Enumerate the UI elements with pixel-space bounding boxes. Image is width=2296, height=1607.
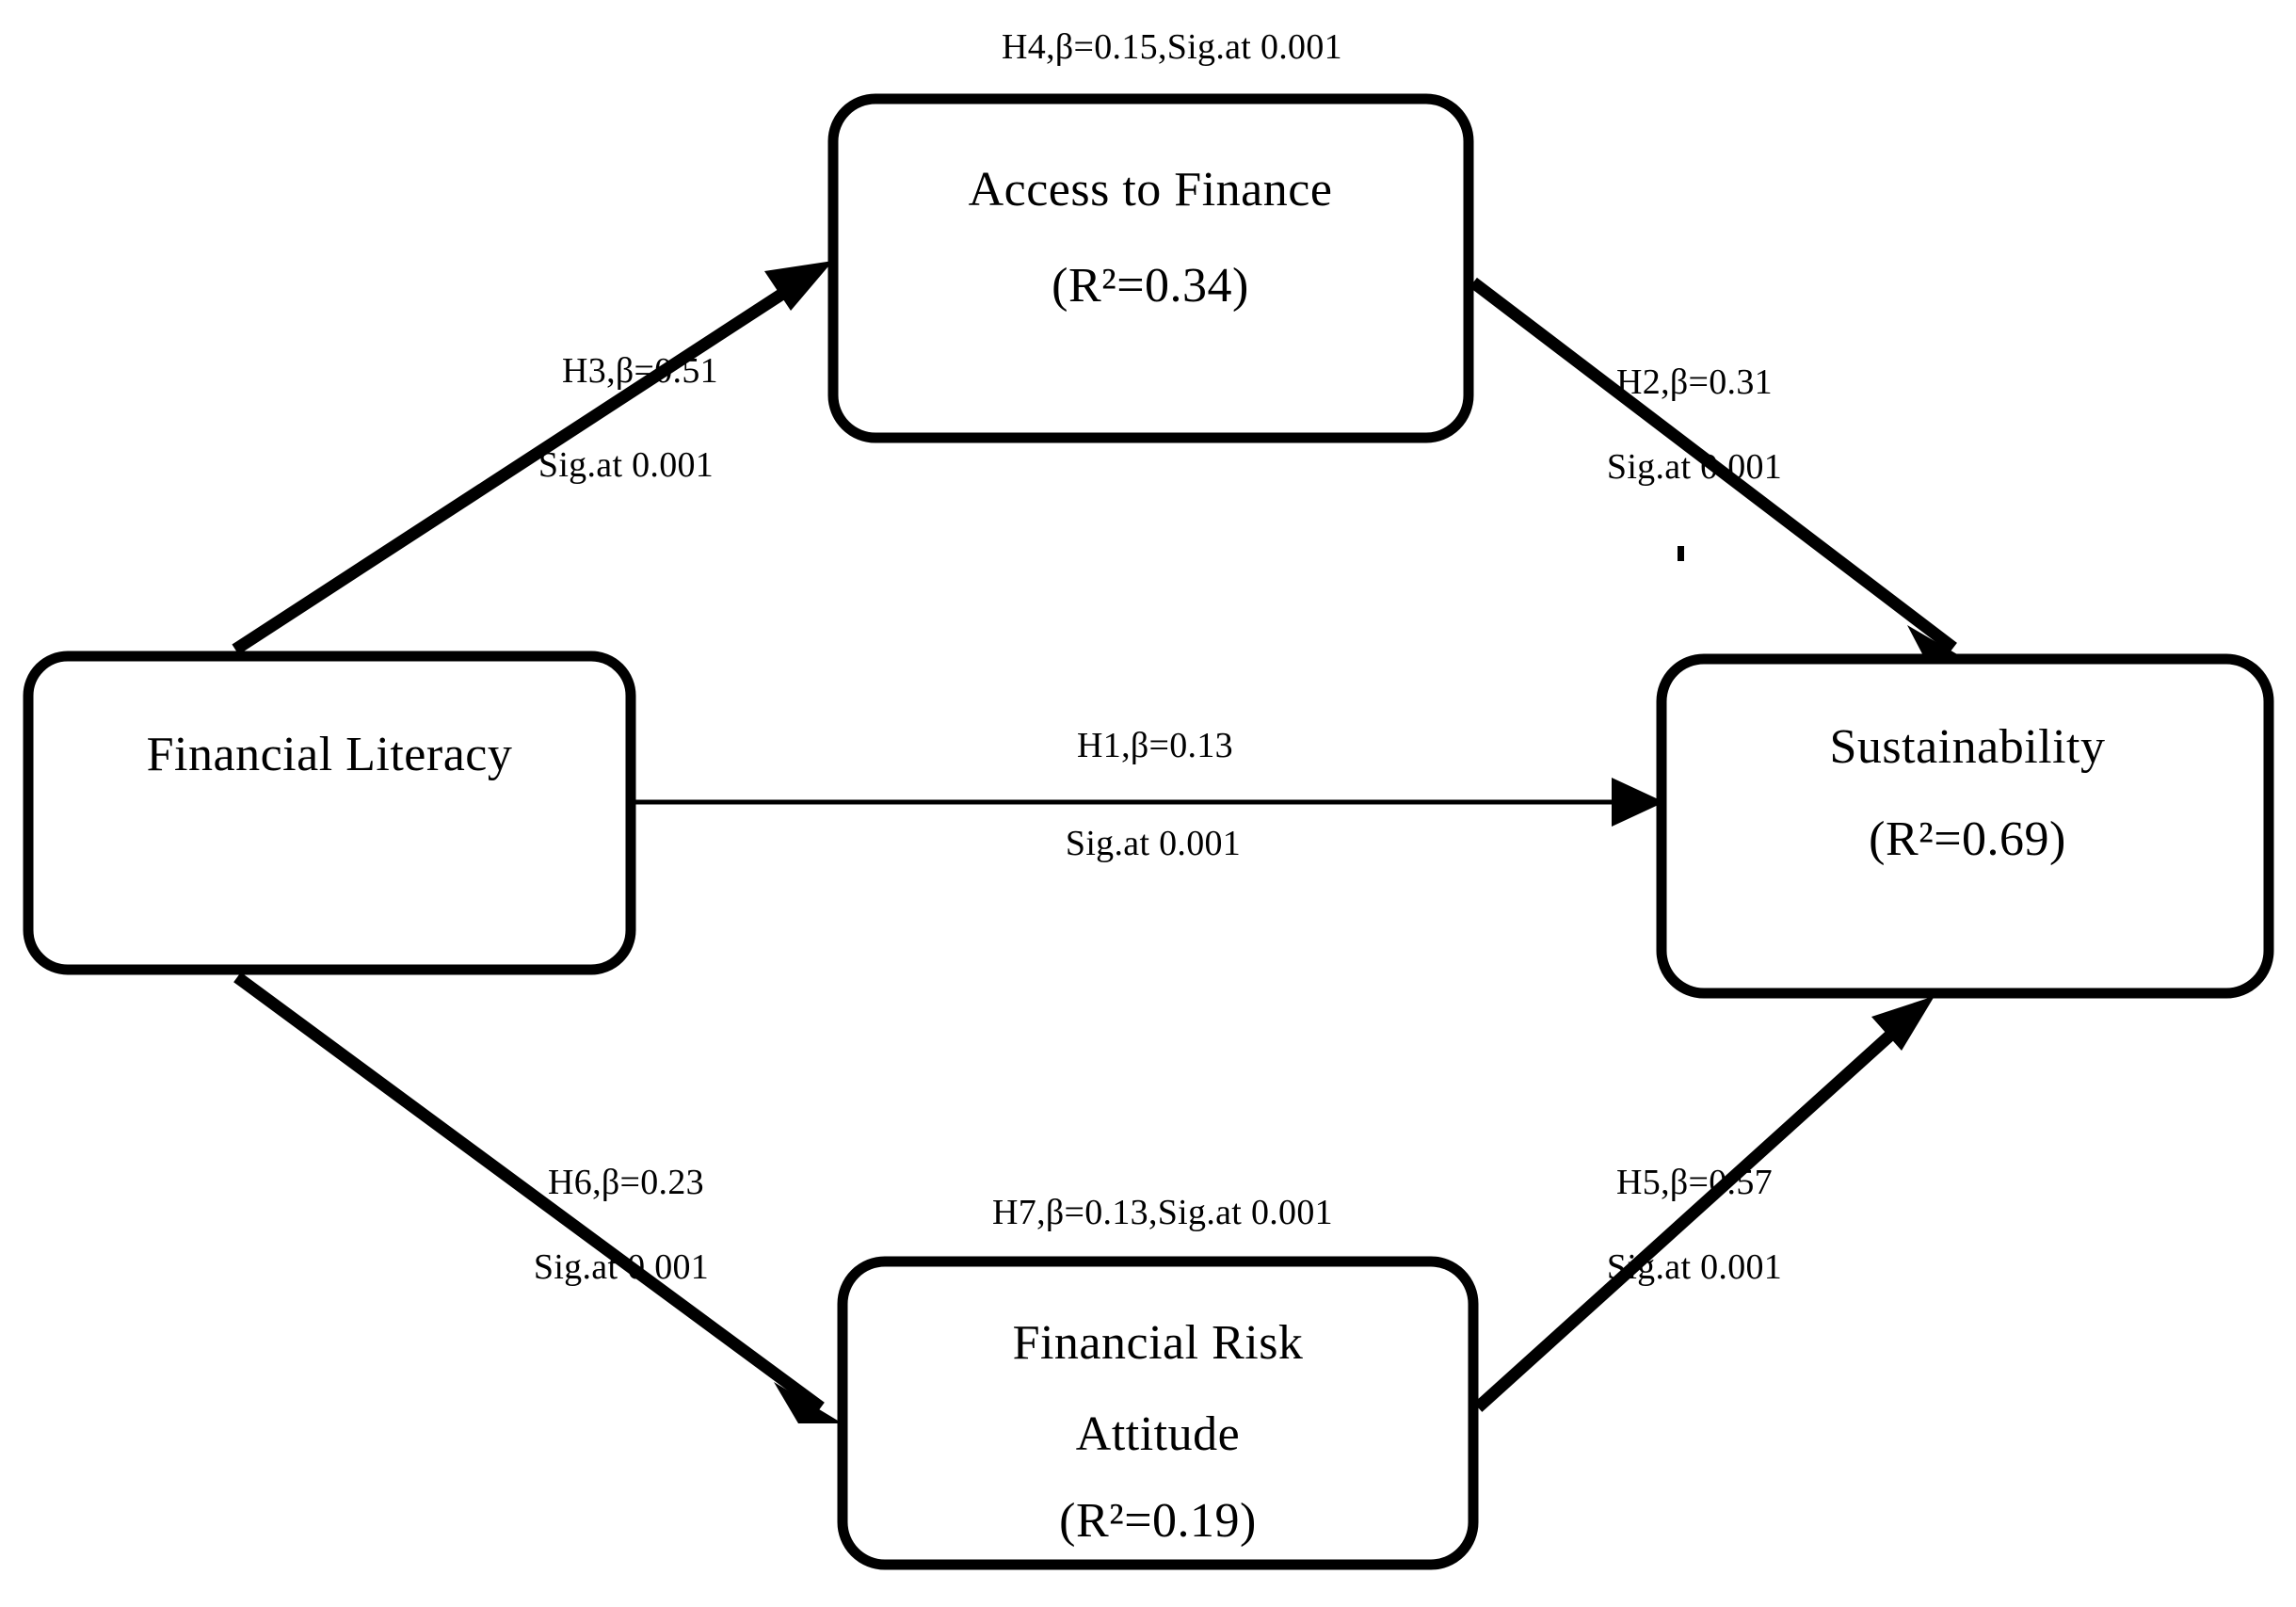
node-access-to-finance-r2: (R²=0.34): [1052, 259, 1249, 313]
edge-h6-label-top: H6,β=0.23: [548, 1163, 704, 1202]
edge-h1-label-bottom: Sig.at 0.001: [1066, 824, 1241, 863]
node-financial-literacy-box[interactable]: [23, 651, 636, 975]
edge-h7-label: H7,β=0.13,Sig.at 0.001: [992, 1193, 1333, 1232]
edge-h3-arrowhead: [764, 261, 833, 311]
stray-artifact-mark: [1678, 546, 1684, 561]
edge-h2-label-top: H2,β=0.31: [1616, 362, 1773, 402]
node-financial-risk-attitude[interactable]: Financial Risk Attitude (R²=0.19): [837, 1256, 1479, 1570]
node-access-to-finance[interactable]: Access to Finance (R²=0.34): [827, 93, 1474, 443]
edge-h5-arrowhead: [1871, 996, 1935, 1051]
edge-h3: [232, 261, 833, 655]
node-financial-literacy[interactable]: Financial Literacy: [23, 651, 636, 975]
edge-h3-line: [232, 269, 815, 655]
edge-h5-label-bottom: Sig.at 0.001: [1607, 1247, 1782, 1287]
node-financial-risk-attitude-box[interactable]: [837, 1256, 1479, 1570]
node-sustainability-box[interactable]: [1656, 653, 2274, 999]
edge-h5: [1473, 996, 1935, 1412]
edge-h6: [233, 972, 843, 1423]
edge-h3-label-top: H3,β=0.51: [562, 351, 718, 391]
edge-h6-line: [233, 972, 825, 1413]
node-sustainability-r2: (R²=0.69): [1869, 812, 2066, 866]
edge-h2-label-bottom: Sig.at 0.001: [1607, 447, 1782, 487]
node-sustainability-label: Sustainability: [1830, 720, 2106, 774]
edge-h6-label-bottom: Sig.at 0.001: [534, 1247, 709, 1287]
edge-h6-arrowhead: [774, 1382, 843, 1423]
node-sustainability[interactable]: Sustainability (R²=0.69): [1656, 653, 2274, 999]
node-financial-risk-attitude-label-line1: Financial Risk: [1013, 1316, 1304, 1370]
edge-h1-arrowhead: [1612, 778, 1664, 827]
node-financial-risk-attitude-label-line2: Attitude: [1076, 1407, 1240, 1461]
node-financial-literacy-label: Financial Literacy: [147, 728, 513, 781]
node-access-to-finance-label: Access to Finance: [969, 163, 1333, 217]
edge-h1: [633, 778, 1664, 827]
node-access-to-finance-box[interactable]: [827, 93, 1474, 443]
edge-h4-label: H4,β=0.15,Sig.at 0.001: [1002, 27, 1342, 67]
edge-h2-line: [1469, 277, 1957, 653]
node-financial-risk-attitude-r2: (R²=0.19): [1059, 1494, 1257, 1548]
edge-h3-label-bottom: Sig.at 0.001: [538, 445, 714, 485]
edge-h5-line: [1473, 1010, 1918, 1412]
edge-h1-label-top: H1,β=0.13: [1077, 726, 1233, 765]
edge-h5-label-top: H5,β=0.57: [1616, 1163, 1773, 1202]
